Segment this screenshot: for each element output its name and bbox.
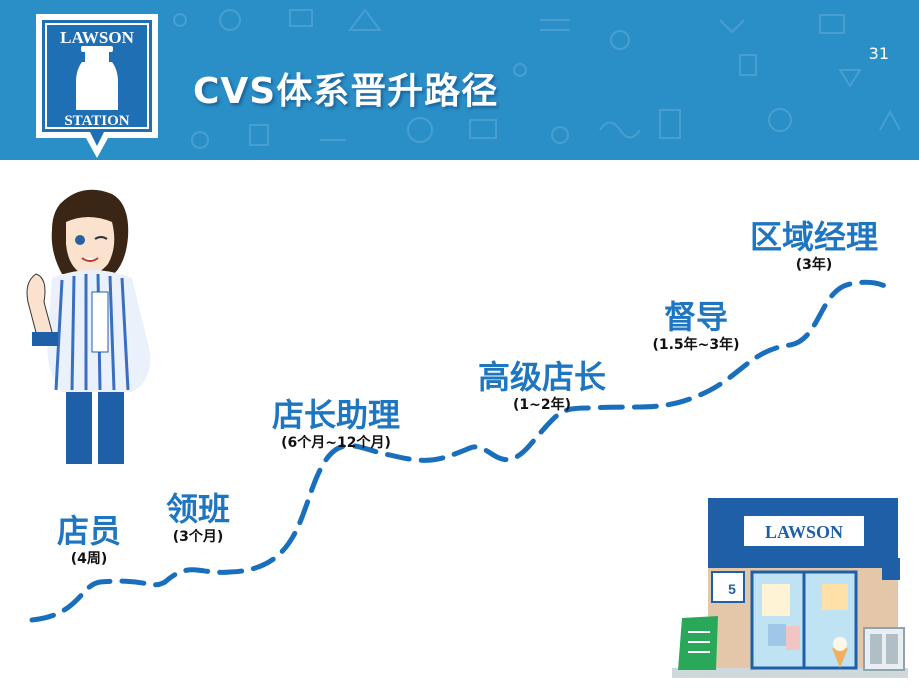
page-title: CVS体系晋升路径 xyxy=(193,71,499,112)
step-assistant-manager: 店长助理 (6个月~12个月) xyxy=(272,396,400,452)
logo-bottom-text: STATION xyxy=(64,113,129,129)
step-team-leader: 领班 (3个月) xyxy=(166,490,230,546)
step-clerk: 店员 (4周) xyxy=(57,512,121,568)
store-window-number: 5 xyxy=(728,581,736,597)
step-duration: (6个月~12个月) xyxy=(281,435,391,451)
step-title: 高级店长 xyxy=(477,358,607,396)
step-duration: (1~2年) xyxy=(512,397,572,413)
step-senior-manager: 高级店长 (1~2年) xyxy=(478,358,606,414)
step-duration: (4周) xyxy=(70,551,108,567)
logo-top-text: LAWSON xyxy=(60,28,134,47)
milk-can-icon xyxy=(76,46,118,110)
store-sign: LAWSON xyxy=(765,522,843,542)
step-duration: (3年) xyxy=(795,257,833,273)
step-area-manager: 区域经理 (3年) xyxy=(750,218,878,274)
page-number: 31 xyxy=(868,44,889,63)
step-title: 区域经理 xyxy=(749,218,879,256)
step-duration: (1.5年~3年) xyxy=(652,337,740,353)
mascot-illustration xyxy=(26,189,151,464)
step-supervisor: 督导 (1.5年~3年) xyxy=(652,298,739,354)
lawson-station-logo: LAWSON STATION xyxy=(36,14,158,158)
header-pattern xyxy=(173,8,901,149)
step-title: 督导 xyxy=(663,298,729,336)
step-title: 店员 xyxy=(56,512,122,550)
step-title: 领班 xyxy=(165,490,231,528)
step-duration: (3个月) xyxy=(172,529,224,545)
store-illustration: LAWSON 5 xyxy=(672,498,908,678)
step-title: 店长助理 xyxy=(271,396,401,434)
